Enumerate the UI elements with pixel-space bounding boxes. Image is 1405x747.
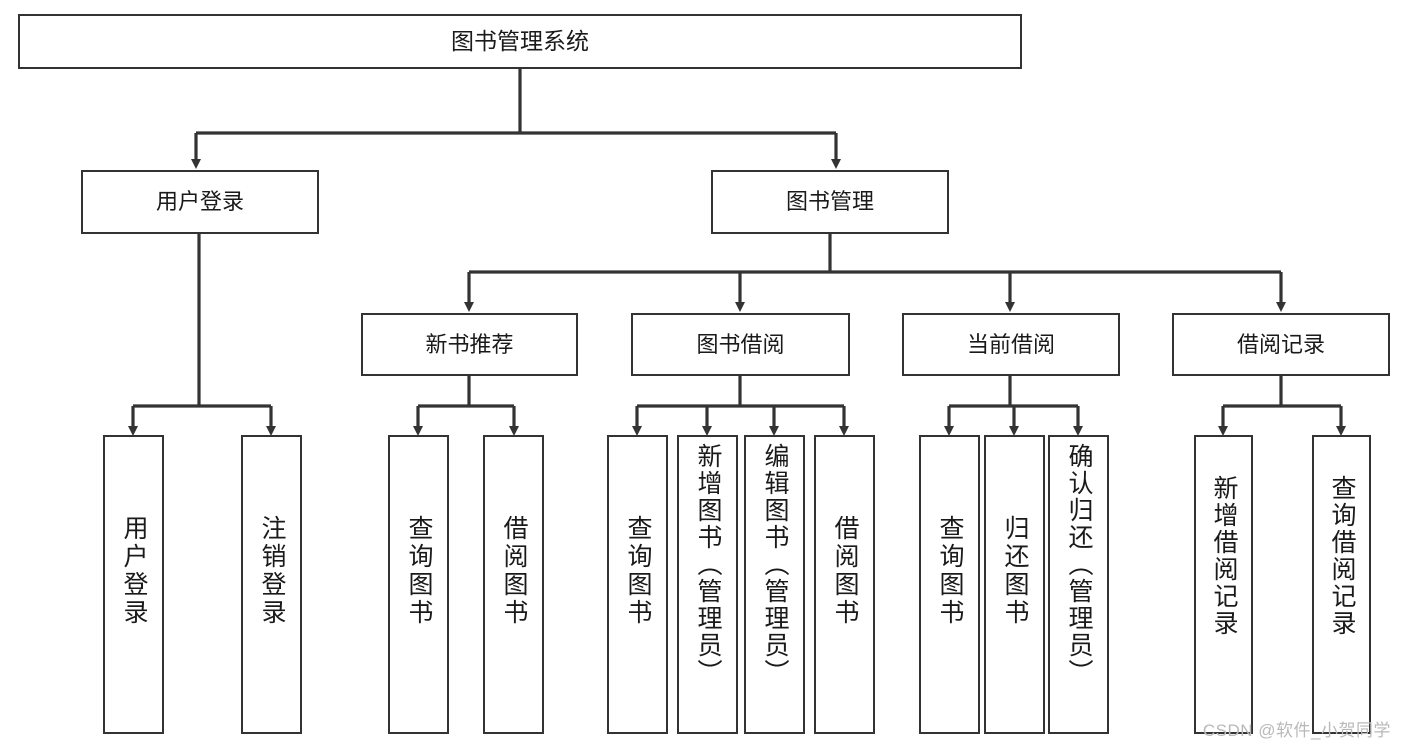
node-root[interactable]: 图书管理系统: [18, 14, 1022, 69]
node-leaf-1[interactable]: 用户登录: [103, 435, 164, 734]
node-root-label: 图书管理系统: [451, 27, 589, 54]
node-user-login[interactable]: 用户登录: [81, 170, 319, 234]
node-leaf-13[interactable]: 查询借阅记录: [1312, 435, 1371, 734]
node-book-manage-label: 图书管理: [785, 189, 874, 215]
node-leaf-11-label: 确认归还（管理员）: [1065, 443, 1093, 686]
node-user-login-label: 用户登录: [155, 189, 244, 215]
node-leaf-10[interactable]: 归还图书: [984, 435, 1045, 734]
node-leaf-1-label: 用户登录: [120, 515, 148, 627]
node-leaf-9[interactable]: 查询图书: [919, 435, 980, 734]
node-current-borrow-label: 当前借阅: [966, 331, 1055, 357]
node-book-manage[interactable]: 图书管理: [711, 170, 949, 234]
node-leaf-7-label: 编辑图书（管理员）: [761, 443, 789, 686]
node-leaf-6-label: 新增图书（管理员）: [694, 443, 722, 686]
node-borrow-record[interactable]: 借阅记录: [1172, 313, 1390, 376]
node-leaf-12[interactable]: 新增借阅记录: [1194, 435, 1253, 734]
node-leaf-5-label: 查询图书: [624, 515, 652, 627]
node-new-book-rec-label: 新书推荐: [425, 331, 514, 357]
node-new-book-rec[interactable]: 新书推荐: [361, 313, 578, 376]
node-leaf-11[interactable]: 确认归还（管理员）: [1048, 435, 1109, 734]
node-leaf-2[interactable]: 注销登录: [241, 435, 302, 734]
node-leaf-4-label: 借阅图书: [500, 515, 528, 627]
node-leaf-6[interactable]: 新增图书（管理员）: [677, 435, 738, 734]
node-leaf-3[interactable]: 查询图书: [388, 435, 449, 734]
node-leaf-10-label: 归还图书: [1001, 515, 1029, 627]
node-leaf-3-label: 查询图书: [405, 515, 433, 627]
node-leaf-2-label: 注销登录: [258, 515, 286, 627]
node-leaf-13-label: 查询借阅记录: [1328, 475, 1356, 637]
node-leaf-5[interactable]: 查询图书: [607, 435, 668, 734]
watermark-text: CSDN @软件_小贺同学: [1202, 721, 1391, 740]
node-current-borrow[interactable]: 当前借阅: [902, 313, 1120, 376]
node-book-borrow-label: 图书借阅: [696, 331, 785, 357]
node-borrow-record-label: 借阅记录: [1236, 331, 1325, 357]
node-leaf-8[interactable]: 借阅图书: [814, 435, 875, 734]
node-book-borrow[interactable]: 图书借阅: [631, 313, 850, 376]
node-leaf-7[interactable]: 编辑图书（管理员）: [744, 435, 805, 734]
node-leaf-4[interactable]: 借阅图书: [483, 435, 544, 734]
node-leaf-9-label: 查询图书: [936, 515, 964, 627]
node-leaf-8-label: 借阅图书: [831, 515, 859, 627]
node-leaf-12-label: 新增借阅记录: [1210, 475, 1238, 637]
